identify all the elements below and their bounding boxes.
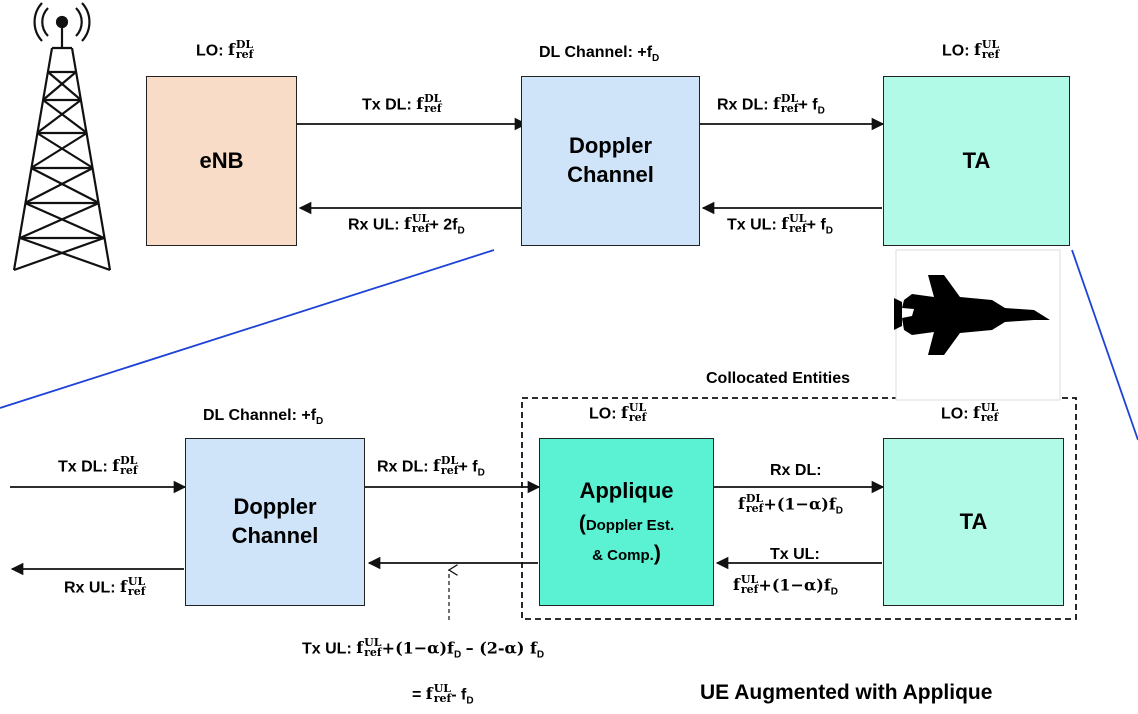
doppler-channel-top: Doppler Channel [521,76,700,246]
enb-block: eNB [146,76,297,246]
rx-dl-inner-label: Rx DL: [770,462,822,479]
applique-sub-line1: (Doppler Est. [578,512,675,535]
ta-label-top: TA [962,148,991,173]
collocated-box [521,397,1077,620]
zoom-line-right [1071,249,1138,441]
enb-label: eNB [199,148,244,173]
fighter-jet-icon [894,275,1050,355]
ta-label-bottom: TA [959,509,988,534]
dl-channel-header-bottom: DL Channel: +fD [203,407,324,428]
zoom-line-left [0,249,495,409]
collocated-entities-label: Collocated Entities [706,370,851,387]
dl-channel-header-top: DL Channel: +fD [539,44,660,65]
applique-sub-line2: & Comp.) [592,542,661,565]
caption: UE Augmented with Applique [700,681,993,704]
channel-label-line1: Doppler [568,133,653,159]
channel-label-line2: Channel [567,162,654,187]
applique-label: Applique [579,478,674,503]
cell-tower-icon [12,2,112,272]
ta-block-top: TA [883,76,1070,246]
tx-ul-inner-label: Tx UL: [770,546,820,563]
channel-label-line1: Doppler [233,494,317,520]
doppler-channel-bottom: Doppler Channel [185,438,365,606]
channel-label-line2: Channel [231,523,319,548]
ta-block-bottom: TA [883,438,1064,606]
applique-block: Applique (Doppler Est. & Comp.) [539,438,714,606]
